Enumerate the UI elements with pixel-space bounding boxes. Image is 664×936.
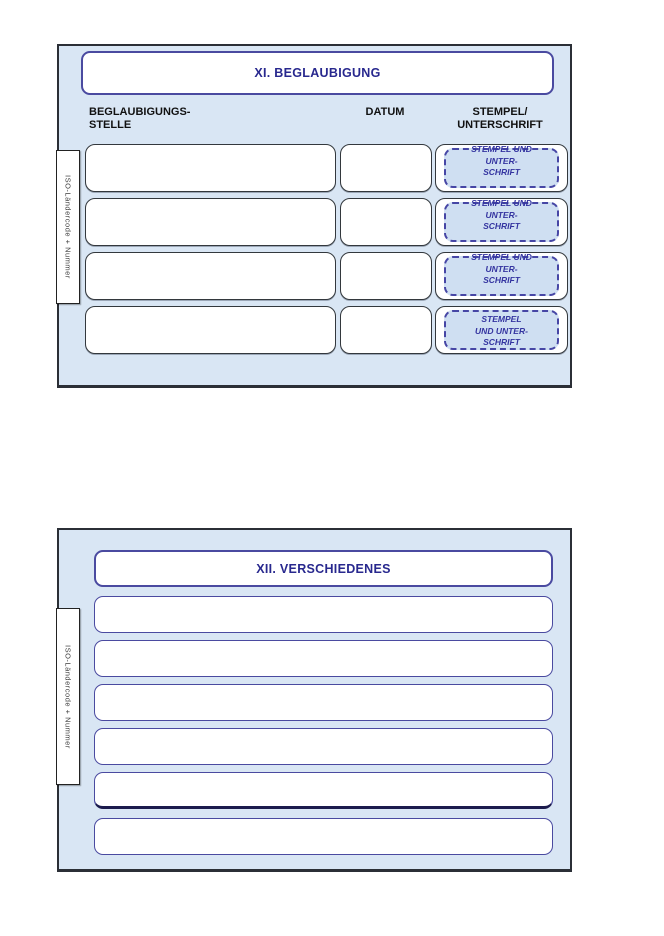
column-header-datum: DATUM (365, 106, 405, 118)
miscellaneous-field[interactable] (94, 640, 553, 677)
miscellaneous-field[interactable] (94, 818, 553, 855)
stamp-signature-field[interactable]: STEMPEL UND UNTER- SCHRIFT (435, 144, 568, 192)
date-field[interactable] (340, 252, 432, 300)
date-field[interactable] (340, 144, 432, 192)
certification-office-field[interactable] (85, 252, 336, 300)
stamp-placeholder-label: STEMPEL UND UNTER- SCHRIFT (471, 144, 532, 177)
column-header-beglaubigungsstelle: BEGLAUBIGUNGS- STELLE (89, 106, 191, 131)
certification-row: STEMPEL UND UNTER- SCHRIFT (59, 144, 574, 192)
certification-office-field[interactable] (85, 144, 336, 192)
section-xii-panel: ISO-Ländercode + Nummer XII. VERSCHIEDEN… (56, 528, 572, 872)
stamp-placeholder-label: STEMPEL UND UNTER- SCHRIFT (475, 314, 528, 347)
iso-country-code-tab: ISO-Ländercode + Nummer (56, 150, 80, 304)
iso-country-code-tab: ISO-Ländercode + Nummer (56, 608, 80, 785)
stamp-placeholder-box: STEMPEL UND UNTER- SCHRIFT (444, 252, 559, 296)
miscellaneous-field[interactable] (94, 772, 553, 809)
stamp-placeholder-label: STEMPEL UND UNTER- SCHRIFT (471, 198, 532, 231)
miscellaneous-field[interactable] (94, 596, 553, 633)
stamp-placeholder-box: STEMPEL UND UNTER- SCHRIFT (444, 310, 559, 350)
section-xii-title-box: XII. VERSCHIEDENES (94, 550, 553, 587)
date-field[interactable] (340, 198, 432, 246)
certification-row: STEMPEL UND UNTER- SCHRIFT (59, 306, 574, 354)
stamp-signature-field[interactable]: STEMPEL UND UNTER- SCHRIFT (435, 198, 568, 246)
stamp-signature-field[interactable]: STEMPEL UND UNTER- SCHRIFT (435, 306, 568, 354)
stamp-placeholder-box: STEMPEL UND UNTER- SCHRIFT (444, 144, 559, 188)
miscellaneous-field[interactable] (94, 684, 553, 721)
certification-row: STEMPEL UND UNTER- SCHRIFT (59, 198, 574, 246)
stamp-signature-field[interactable]: STEMPEL UND UNTER- SCHRIFT (435, 252, 568, 300)
date-field[interactable] (340, 306, 432, 354)
stamp-placeholder-label: STEMPEL UND UNTER- SCHRIFT (471, 252, 532, 285)
certification-office-field[interactable] (85, 198, 336, 246)
certification-office-field[interactable] (85, 306, 336, 354)
section-xii-title: XII. VERSCHIEDENES (256, 561, 391, 576)
section-xi-title: XI. BEGLAUBIGUNG (254, 66, 381, 80)
stamp-placeholder-box: STEMPEL UND UNTER- SCHRIFT (444, 198, 559, 242)
section-xi-title-box: XI. BEGLAUBIGUNG (81, 51, 554, 95)
certification-row: STEMPEL UND UNTER- SCHRIFT (59, 252, 574, 300)
column-header-stempel-unterschrift: STEMPEL/ UNTERSCHRIFT (457, 106, 543, 131)
section-xi-panel: ISO-Ländercode + Nummer XI. BEGLAUBIGUNG… (56, 44, 574, 388)
miscellaneous-field[interactable] (94, 728, 553, 765)
